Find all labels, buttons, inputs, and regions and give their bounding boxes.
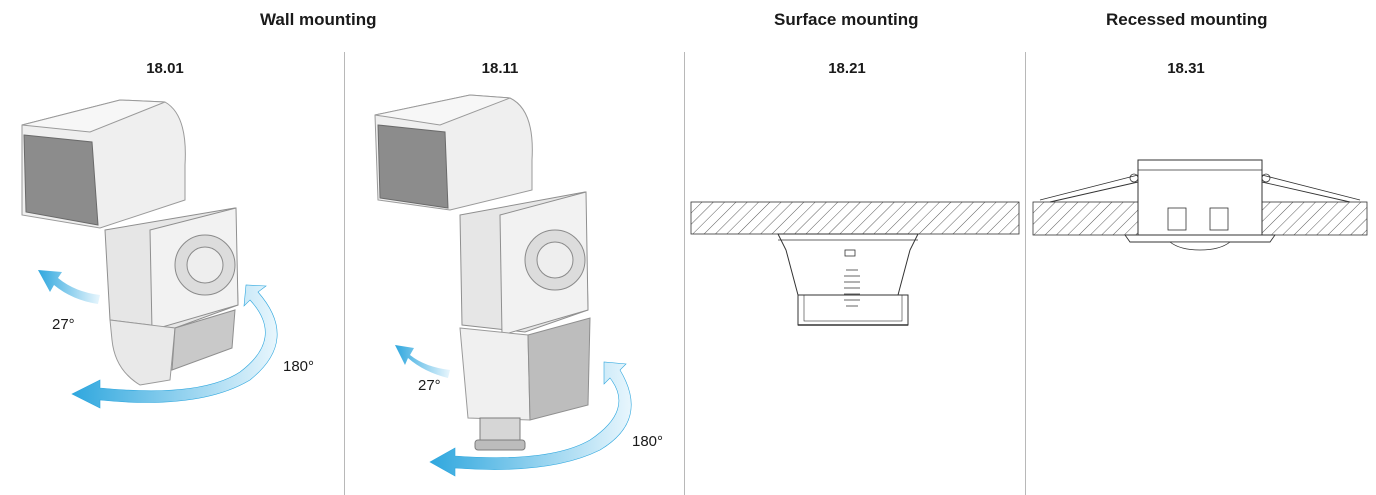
- angle-label-1801-rotation: 180°: [283, 358, 315, 375]
- angle-label-1811-tilt: 27°: [418, 377, 441, 394]
- illustration-18-31: [1030, 80, 1370, 280]
- heading-recessed-mounting: Recessed mounting: [1106, 10, 1268, 29]
- illustration-18-11: [350, 80, 680, 495]
- model-code-1801: 18.01: [146, 60, 184, 77]
- angle-label-1801-tilt: 27°: [52, 316, 75, 333]
- model-code-1811: 18.11: [481, 60, 519, 77]
- heading-wall-mounting: Wall mounting: [260, 10, 377, 29]
- model-code-1831: 18.31: [1167, 60, 1205, 77]
- heading-surface-mounting: Surface mounting: [774, 10, 919, 29]
- divider-2: [684, 52, 685, 495]
- model-code-1821: 18.21: [828, 60, 866, 77]
- divider-1: [344, 52, 345, 495]
- divider-3: [1025, 52, 1026, 495]
- angle-label-1811-rotation: 180°: [632, 433, 664, 450]
- illustration-18-21: [688, 80, 1022, 340]
- illustration-18-01: [0, 80, 340, 495]
